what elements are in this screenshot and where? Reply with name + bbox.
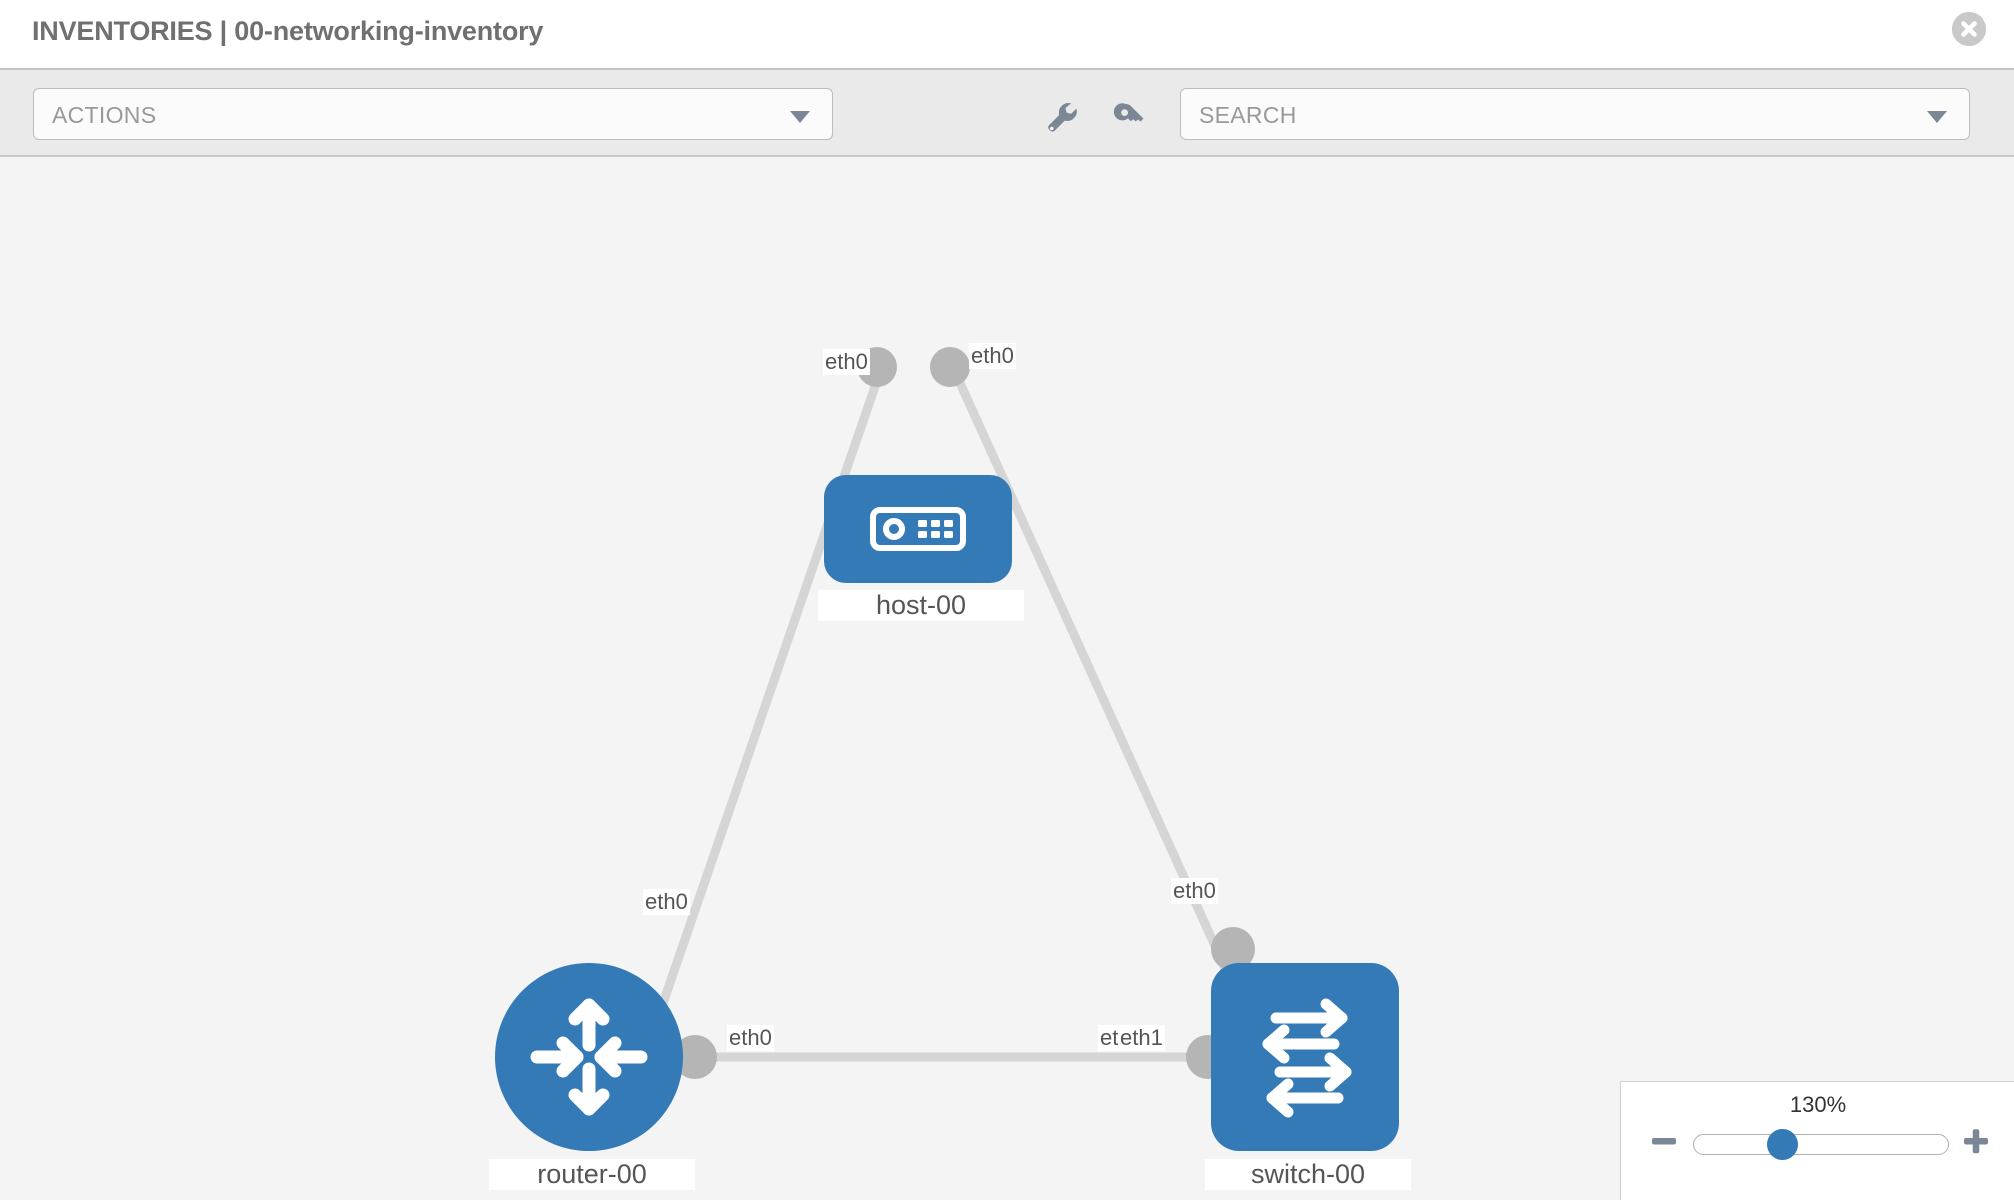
iface-label-host-left[interactable]: eth0: [823, 349, 870, 375]
zoom-slider-track[interactable]: [1693, 1134, 1949, 1155]
topology-node-switch-00[interactable]: switch-00: [1205, 963, 1411, 1190]
switch-arrows-icon: [1262, 998, 1352, 1118]
nub-host-right[interactable]: [930, 347, 970, 387]
chevron-down-icon[interactable]: [1927, 111, 1947, 123]
switch-node-label: switch-00: [1205, 1159, 1411, 1190]
topology-edges: [655, 370, 1250, 1062]
search-input[interactable]: SEARCH: [1180, 88, 1970, 140]
minus-icon[interactable]: [1649, 1126, 1679, 1156]
wrench-icon[interactable]: [1042, 96, 1082, 136]
iface-label-router-right[interactable]: eth0: [727, 1025, 774, 1051]
page-title: INVENTORIES | 00-networking-inventory: [32, 16, 544, 46]
key-icon[interactable]: [1110, 96, 1150, 136]
server-appliance-icon: [870, 507, 966, 551]
actions-dropdown[interactable]: ACTIONS: [33, 88, 833, 140]
zoom-control-panel: 130%: [1620, 1081, 2014, 1200]
router-node-shape: [495, 963, 683, 1151]
actions-dropdown-label: ACTIONS: [52, 102, 157, 128]
iface-label-host-right[interactable]: eth0: [969, 343, 1016, 369]
zoom-slider-thumb[interactable]: [1767, 1129, 1798, 1160]
page-header: INVENTORIES | 00-networking-inventory: [0, 0, 2014, 68]
switch-node-shape: [1211, 963, 1399, 1151]
topology-canvas[interactable]: host-00: [0, 157, 2014, 1200]
toolbar: ACTIONS SEARCH: [0, 68, 2014, 157]
host-node-label: host-00: [818, 590, 1024, 621]
iface-label-switch-up[interactable]: eth0: [1171, 878, 1218, 904]
host-node-shape: [824, 475, 1012, 583]
topology-node-router-00[interactable]: router-00: [489, 963, 695, 1190]
zoom-level-value: 130%: [1789, 1092, 1847, 1117]
chevron-down-icon: [790, 111, 810, 123]
plus-icon[interactable]: [1961, 1126, 1991, 1156]
iface-label-router-up[interactable]: eth0: [643, 889, 690, 915]
iface-label-switch-left-b[interactable]: eth1: [1118, 1025, 1165, 1051]
edge-host-switch: [950, 370, 1250, 1014]
search-placeholder: SEARCH: [1199, 102, 1297, 128]
router-arrows-icon: [530, 998, 648, 1116]
router-node-label: router-00: [489, 1159, 695, 1190]
close-icon[interactable]: [1952, 12, 1986, 46]
topology-node-host-00[interactable]: host-00: [818, 475, 1024, 621]
edge-host-router: [655, 370, 885, 1014]
